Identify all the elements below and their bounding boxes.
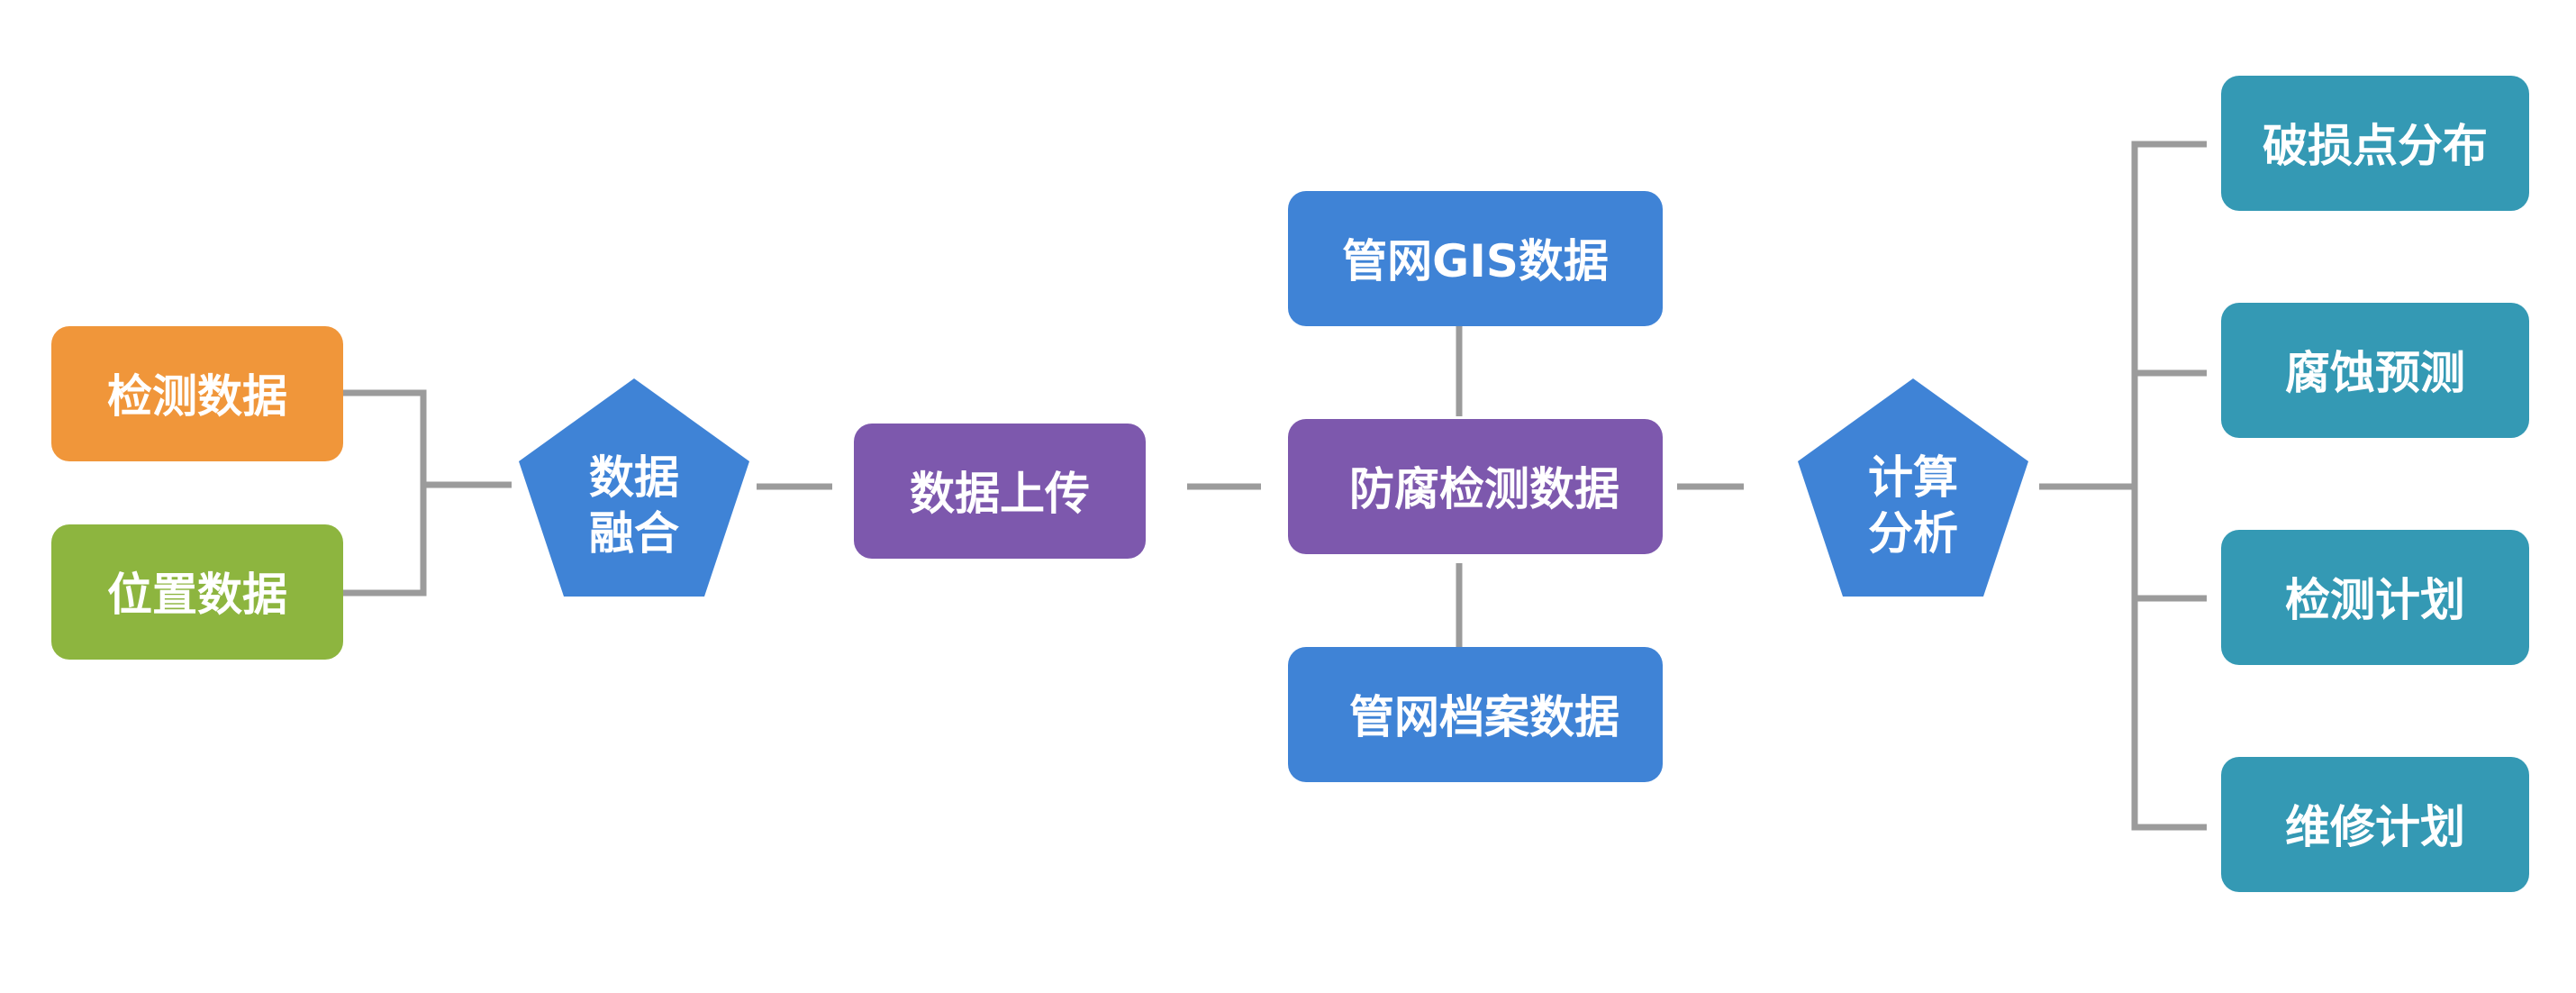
- node-maintenance-plan: 维修计划: [2221, 757, 2529, 892]
- pentagon-shape: [519, 378, 749, 597]
- node-label: 检测数据: [107, 370, 287, 423]
- connectors: [342, 141, 2207, 831]
- node-box: [51, 524, 343, 660]
- node-label: 维修计划: [2285, 801, 2465, 853]
- node-box: [51, 326, 343, 461]
- node-anticorrosion-detection-data: 防腐检测数据: [1288, 419, 1663, 554]
- node-label-line-2: 融合: [589, 507, 679, 560]
- node-detection-data: 检测数据: [51, 326, 343, 461]
- node-detection-plan: 检测计划: [2221, 530, 2529, 665]
- node-label: 检测计划: [2285, 574, 2465, 626]
- node-label: 破损点分布: [2263, 120, 2488, 172]
- node-location-data: 位置数据: [51, 524, 343, 660]
- node-calc-analysis: 计算 分析: [1798, 378, 2028, 597]
- node-label: 管网GIS数据: [1342, 235, 1609, 287]
- node-box: [1288, 419, 1663, 554]
- node-label: 管网档案数据: [1349, 691, 1619, 743]
- node-label: 防腐检测数据: [1349, 463, 1619, 515]
- node-label: 腐蚀预测: [2285, 347, 2465, 399]
- node-data-upload: 数据上传: [854, 424, 1146, 559]
- node-box: [2221, 303, 2529, 438]
- node-box: [2221, 76, 2529, 211]
- node-damage-distribution: 破损点分布: [2221, 76, 2529, 211]
- node-corrosion-prediction: 腐蚀预测: [2221, 303, 2529, 438]
- node-label-line-1: 计算: [1868, 451, 1958, 504]
- node-pipe-archive-data: 管网档案数据: [1288, 647, 1663, 782]
- node-box: [1288, 191, 1663, 326]
- connector-detection-to-bracket: [342, 389, 512, 488]
- node-box: [2221, 530, 2529, 665]
- node-label-line-1: 数据: [589, 451, 679, 504]
- node-box: [854, 424, 1146, 559]
- connector-location-to-bracket: [342, 485, 427, 597]
- node-box: [2221, 757, 2529, 892]
- node-pipe-gis-data: 管网GIS数据: [1288, 191, 1663, 326]
- node-label: 数据上传: [910, 468, 1090, 520]
- pentagon-shape: [1798, 378, 2028, 597]
- node-box: [1288, 647, 1663, 782]
- node-label-line-2: 分析: [1868, 507, 1958, 560]
- node-data-fusion: 数据 融合: [519, 378, 749, 597]
- node-label: 位置数据: [107, 569, 287, 621]
- connector-output-tree: [2131, 141, 2207, 831]
